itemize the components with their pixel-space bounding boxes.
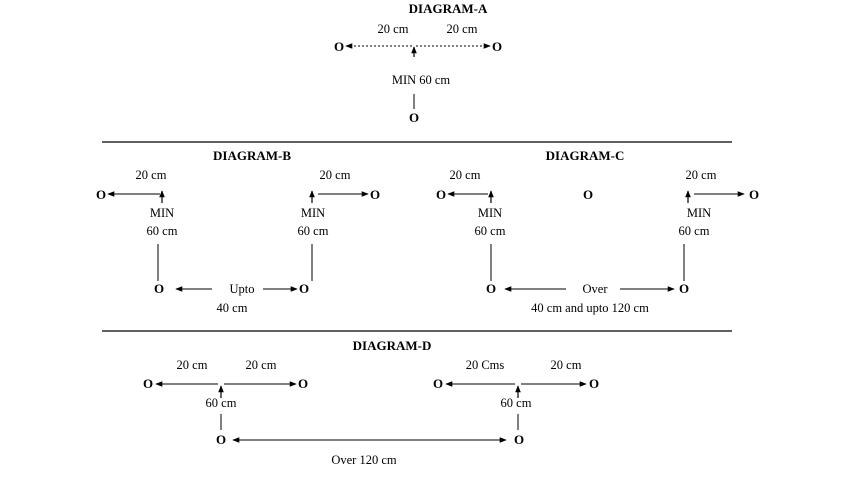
diagram-b-bottom-right-circle: O xyxy=(299,281,309,296)
diagram-b-right-dist: 60 cm xyxy=(298,224,329,238)
diagram-b-right-circle: O xyxy=(370,187,380,202)
diagram-d-right-near-circle: O xyxy=(589,376,599,391)
diagram-c-left-min: MIN xyxy=(478,206,502,220)
diagram-a-bottom-circle: O xyxy=(409,110,419,125)
diagram-d-bottom-right-circle: O xyxy=(514,432,524,447)
diagram-b-left-min: MIN xyxy=(150,206,174,220)
diagram-d-left-far-circle: O xyxy=(143,376,153,391)
diagram-d-title: DIAGRAM-D xyxy=(353,338,432,353)
diagram-c-middle-circle: O xyxy=(583,187,593,202)
diagram-b-dim-right: 20 cm xyxy=(320,168,351,182)
diagram-d-right-far-circle: O xyxy=(433,376,443,391)
diagram-d-right-dim-right: 20 cm xyxy=(551,358,582,372)
diagram-b-bottom-left-circle: O xyxy=(154,281,164,296)
diagram-b-left-circle: O xyxy=(96,187,106,202)
diagram-d-right-dist: 60 cm xyxy=(501,396,532,410)
diagram-c-left-circle: O xyxy=(436,187,446,202)
diagram-d-left-dim-left: 20 cm xyxy=(177,358,208,372)
diagram-c-dim-right: 20 cm xyxy=(686,168,717,182)
diagram-a-dim-right: 20 cm xyxy=(447,22,478,36)
diagram-b-gap-label: Upto xyxy=(230,282,255,296)
diagram-c-gap-value: 40 cm and upto 120 cm xyxy=(531,301,649,315)
diagram-c-bottom-left-circle: O xyxy=(486,281,496,296)
diagram-b-gap-value: 40 cm xyxy=(217,301,248,315)
diagram-d-left-dim-right: 20 cm xyxy=(246,358,277,372)
diagram-b-right-min: MIN xyxy=(301,206,325,220)
diagram-b-left-dist: 60 cm xyxy=(147,224,178,238)
diagram-c-right-dist: 60 cm xyxy=(679,224,710,238)
diagram-d: DIAGRAM-D 20 cm 20 cm O O 60 cm O 20 Cms… xyxy=(143,338,599,467)
diagram-b-title: DIAGRAM-B xyxy=(213,148,291,163)
diagram-b-dim-left: 20 cm xyxy=(136,168,167,182)
diagram-a-min-label: MIN 60 cm xyxy=(392,73,451,87)
diagram-c-gap-label: Over xyxy=(583,282,609,296)
diagram-d-gap-label: Over 120 cm xyxy=(331,453,397,467)
diagram-a-dim-left: 20 cm xyxy=(378,22,409,36)
diagram-c-left-dist: 60 cm xyxy=(475,224,506,238)
diagram-c-right-circle: O xyxy=(749,187,759,202)
diagram-a-left-circle: O xyxy=(334,39,344,54)
diagram-a-title: DIAGRAM-A xyxy=(409,1,488,16)
diagram-a-right-circle: O xyxy=(492,39,502,54)
diagram-d-left-dist: 60 cm xyxy=(206,396,237,410)
diagram-c-dim-left: 20 cm xyxy=(450,168,481,182)
diagram-b: DIAGRAM-B 20 cm 20 cm O MIN 60 cm O MIN … xyxy=(96,148,380,315)
diagram-c-bottom-right-circle: O xyxy=(679,281,689,296)
diagram-c-right-min: MIN xyxy=(687,206,711,220)
diagram-d-left-near-circle: O xyxy=(298,376,308,391)
diagram-d-right-dim-left: 20 Cms xyxy=(466,358,505,372)
diagram-d-bottom-left-circle: O xyxy=(216,432,226,447)
diagram-c: DIAGRAM-C 20 cm 20 cm O MIN 60 cm O O MI… xyxy=(436,148,759,315)
diagram-c-title: DIAGRAM-C xyxy=(546,148,625,163)
diagram-a: DIAGRAM-A 20 cm 20 cm O O MIN 60 cm O xyxy=(334,1,502,125)
